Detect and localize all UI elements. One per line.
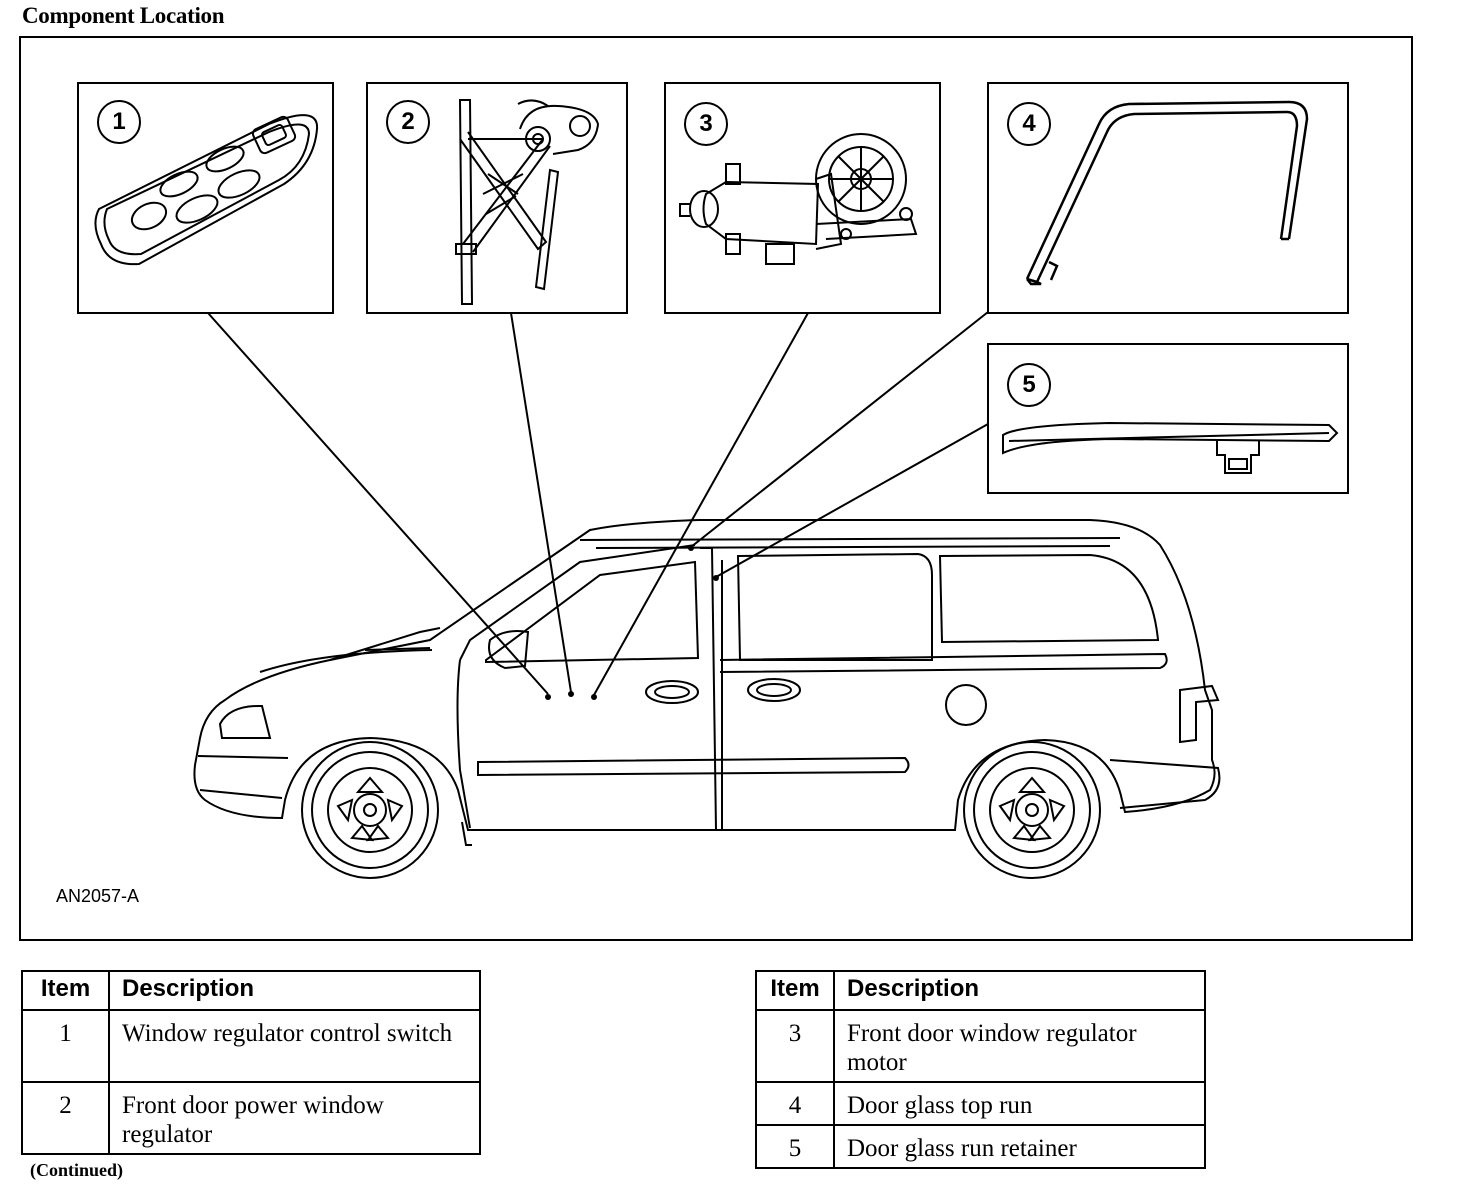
leader-line-5 [715, 423, 989, 578]
table-header-row: Item Description [21, 970, 481, 1011]
page-title: Component Location [22, 3, 225, 28]
item-table-left: Item Description 1 Window regulator cont… [21, 970, 481, 1155]
column-header-description: Description [833, 970, 1206, 1011]
window-regulator-illustration [455, 99, 600, 305]
callout-5: 5 [1007, 363, 1051, 407]
item-description: Front door window regulator motor [833, 1009, 1206, 1083]
component-point-3 [591, 694, 597, 700]
panel-window-regulator: 2 [366, 82, 628, 314]
regulator-motor-illustration [679, 133, 918, 265]
component-point-1 [545, 694, 551, 700]
leader-line-3 [593, 312, 809, 696]
item-description: Window regulator control switch [108, 1009, 481, 1083]
window-switch-illustration [94, 114, 319, 266]
glass-top-run-illustration [1025, 100, 1309, 286]
component-point-2 [568, 691, 574, 697]
component-point-4 [688, 545, 694, 551]
continued-note: (Continued) [30, 1160, 124, 1180]
component-point-5 [713, 575, 719, 581]
callout-3: 3 [684, 102, 728, 146]
item-number: 5 [755, 1124, 835, 1169]
table-header-row: Item Description [755, 970, 1206, 1011]
column-header-description: Description [108, 970, 481, 1011]
leader-line-4 [690, 311, 989, 548]
glass-run-retainer-illustration [1002, 421, 1339, 474]
table-row: 4 Door glass top run [755, 1081, 1206, 1126]
table-row: 3 Front door window regulator motor [755, 1009, 1206, 1083]
item-table-right: Item Description 3 Front door window reg… [755, 970, 1206, 1169]
figure-id-label: AN2057-A [56, 886, 140, 906]
table-row: 1 Window regulator control switch [21, 1009, 481, 1083]
callout-1: 1 [97, 100, 141, 144]
panel-glass-run-retainer: 5 [987, 343, 1349, 494]
item-number: 4 [755, 1081, 835, 1126]
item-number: 3 [755, 1009, 835, 1083]
item-description: Door glass run retainer [833, 1124, 1206, 1169]
item-description: Door glass top run [833, 1081, 1206, 1126]
table-row: 2 Front door power window regulator [21, 1081, 481, 1155]
panel-regulator-motor: 3 [664, 82, 941, 314]
panel-window-switch: 1 [77, 82, 334, 314]
column-header-item: Item [21, 970, 110, 1011]
table-row: 5 Door glass run retainer [755, 1124, 1206, 1169]
item-number: 2 [21, 1081, 110, 1155]
leader-line-1 [207, 312, 549, 695]
diagram-frame [19, 36, 1413, 941]
callout-4: 4 [1007, 102, 1051, 146]
panel-glass-top-run: 4 [987, 82, 1349, 314]
leader-line-2 [510, 312, 572, 693]
callout-2: 2 [386, 100, 430, 144]
item-description: Front door power window regulator [108, 1081, 481, 1155]
column-header-item: Item [755, 970, 835, 1011]
item-number: 1 [21, 1009, 110, 1083]
